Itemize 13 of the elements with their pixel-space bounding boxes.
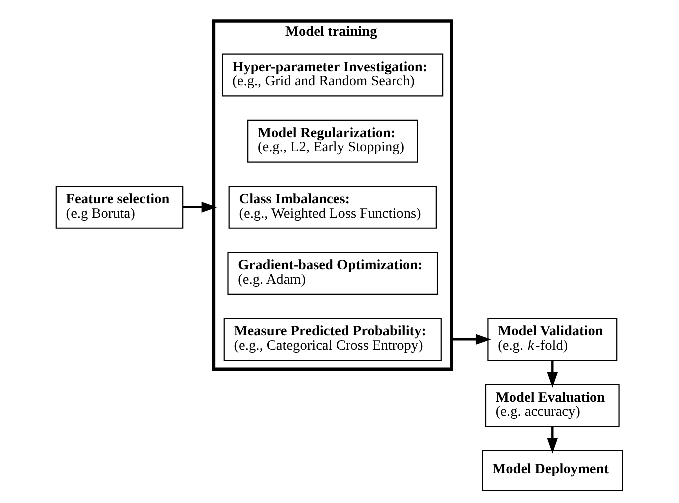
arrow xyxy=(183,202,218,213)
arrow xyxy=(547,426,558,454)
node-box: Model Regularization: (e.g., L2, Early Stopping) xyxy=(248,120,418,163)
node-box: Gradient-based Optimization: (e.g. Adam) xyxy=(228,252,438,295)
node-box: Model Validation (e.g. k-fold) xyxy=(488,318,618,362)
node-box: Hyper-parameter Investigation: (e.g., Grid and Random Search) xyxy=(222,54,444,97)
arrow xyxy=(452,334,492,346)
arrow xyxy=(547,360,558,388)
node-box: Class Imbalances: (e.g., Weighted Loss Functions) xyxy=(228,186,437,229)
node-box: Model Deployment xyxy=(482,450,624,492)
node-box: Measure Predicted Probability: (e.g., Categorical Cross Entropy) xyxy=(224,318,442,362)
node-box: Model Evaluation (e.g. accuracy) xyxy=(485,384,620,428)
node-box: Feature selection (e.g Boruta) xyxy=(56,186,184,229)
